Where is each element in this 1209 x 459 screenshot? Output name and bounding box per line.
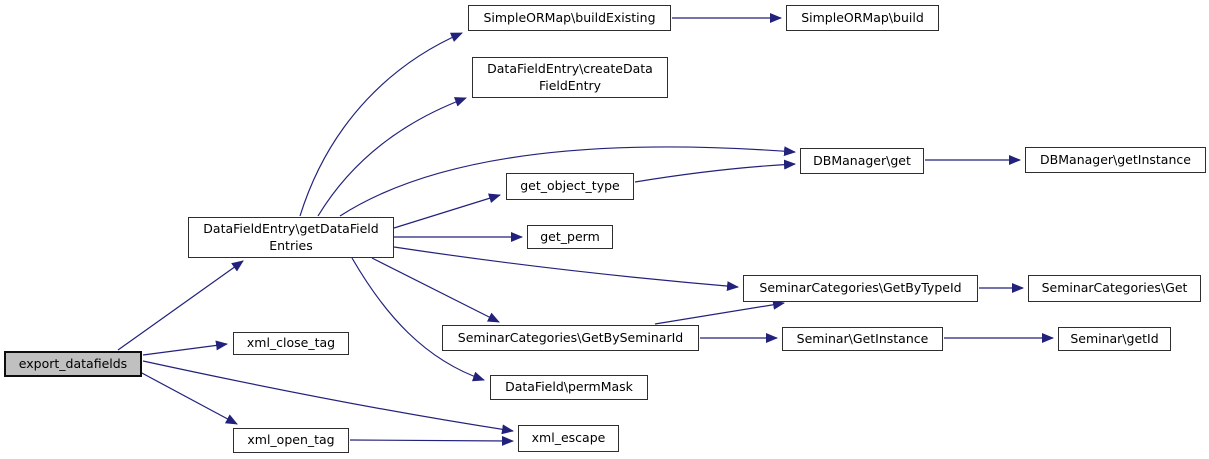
- edge-get_object_type-DBManager-get: [634, 159, 796, 183]
- node-xml_escape[interactable]: xml_escape: [518, 425, 619, 452]
- edge-getDataFieldEntries-GetByTypeId: [393, 246, 739, 292]
- node-xml_close_tag[interactable]: xml_close_tag: [233, 332, 349, 355]
- node-xml_open_tag[interactable]: xml_open_tag: [233, 428, 349, 453]
- edge-export_datafields-getDataFieldEntries: [117, 260, 244, 351]
- edge-getDataFieldEntries-createDataFieldEntry: [317, 97, 467, 217]
- node-build[interactable]: SimpleORMap\build: [786, 5, 939, 31]
- node-DBManager-get[interactable]: DBManager\get: [800, 148, 924, 174]
- node-createDataFieldEntry[interactable]: DataFieldEntry\createData FieldEntry: [472, 57, 668, 98]
- edge-getDataFieldEntries-DBManager-get: [339, 146, 796, 217]
- edge-getDataFieldEntries-permMask: [351, 257, 485, 382]
- edge-export_datafields-xml_close_tag: [142, 340, 228, 356]
- node-GetByTypeId[interactable]: SeminarCategories\GetByTypeId: [743, 275, 978, 302]
- node-getDataFieldEntries[interactable]: DataFieldEntry\getDataField Entries: [188, 217, 394, 258]
- node-DBManager-getInstance[interactable]: DBManager\getInstance: [1025, 147, 1206, 173]
- edge-getDataFieldEntries-get_object_type: [393, 193, 501, 229]
- node-SeminarCategories-Get[interactable]: SeminarCategories\Get: [1028, 275, 1201, 302]
- node-Seminar-GetInstance[interactable]: Seminar\GetInstance: [782, 327, 943, 351]
- node-Seminar-getId[interactable]: Seminar\getId: [1058, 327, 1171, 351]
- node-get_perm[interactable]: get_perm: [527, 225, 613, 249]
- edge-export_datafields-xml_open_tag: [139, 371, 238, 425]
- edge-export_datafields-xml_escape: [142, 360, 514, 435]
- edge-getDataFieldEntries-buildExisting: [299, 32, 463, 217]
- edge-xml_open_tag-xml_escape: [349, 435, 514, 446]
- node-get_object_type[interactable]: get_object_type: [506, 173, 634, 200]
- node-export_datafields[interactable]: export_datafields: [4, 351, 142, 377]
- node-buildExisting[interactable]: SimpleORMap\buildExisting: [468, 5, 671, 31]
- node-permMask[interactable]: DataField\permMask: [490, 375, 648, 400]
- edge-GetBySeminarId-GetByTypeId: [654, 299, 785, 325]
- edge-getDataFieldEntries-GetBySeminarId: [371, 257, 500, 323]
- node-GetBySeminarId[interactable]: SeminarCategories\GetBySeminarId: [442, 325, 699, 351]
